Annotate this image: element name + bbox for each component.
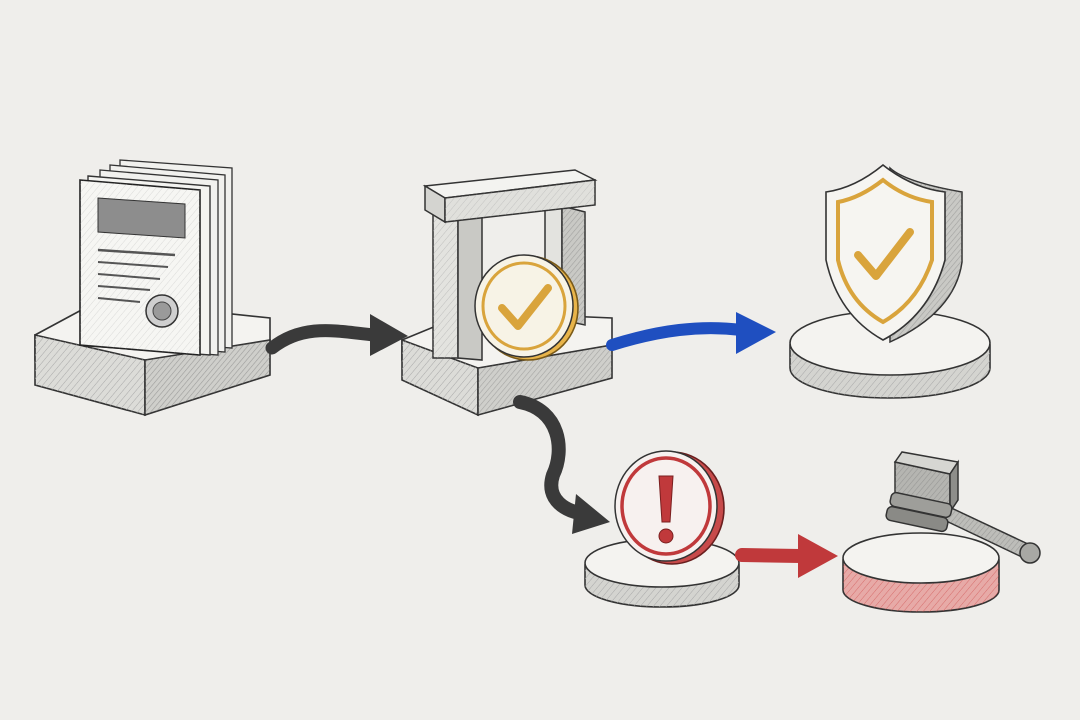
legal-action-node xyxy=(842,451,1041,613)
arrow-gate-to-alert xyxy=(513,395,610,534)
protected-outcome-node xyxy=(789,163,991,399)
alert-node xyxy=(584,450,740,608)
gavel-platform xyxy=(842,532,1000,613)
documents-node xyxy=(34,159,271,417)
verification-gate-node xyxy=(401,169,613,417)
check-badge-icon xyxy=(474,254,579,361)
shield-platform xyxy=(789,310,991,399)
shield-check-icon xyxy=(825,163,963,344)
exclamation-icon xyxy=(614,450,725,565)
document-stack-icon xyxy=(79,159,233,356)
arrow-documents-to-gate xyxy=(265,314,408,356)
arrow-gate-to-shield xyxy=(606,312,776,354)
gavel-icon xyxy=(885,451,1041,564)
arrow-alert-to-gavel xyxy=(735,534,838,578)
